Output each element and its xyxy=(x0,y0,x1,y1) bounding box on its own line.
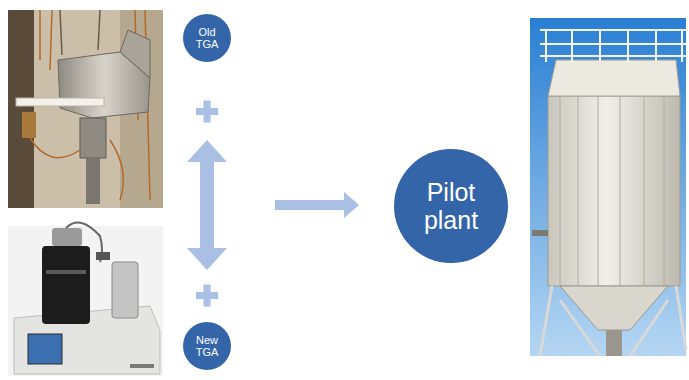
wires xyxy=(60,10,100,55)
node-label: Old TGA xyxy=(193,26,221,51)
reactor-vessel xyxy=(548,96,680,286)
old-tga-photo xyxy=(8,10,163,208)
balance-stem xyxy=(86,158,100,204)
cylinder-ring xyxy=(46,270,86,274)
vessel-top xyxy=(548,60,680,96)
railing xyxy=(540,30,686,62)
touch-screen xyxy=(28,334,62,364)
outlet-pipe xyxy=(606,330,622,356)
photo-ground xyxy=(8,226,163,376)
plus-sign xyxy=(204,101,211,123)
vessel-ribs xyxy=(560,96,664,286)
plus-sign xyxy=(204,285,211,307)
new-tga-photo xyxy=(8,223,163,376)
connector xyxy=(96,252,110,260)
circle-node: Old TGA xyxy=(183,14,231,62)
double-arrow xyxy=(187,140,227,270)
circle-node: Pilot plant xyxy=(394,149,508,263)
photo-ground xyxy=(8,10,163,208)
brand-plate xyxy=(130,364,154,368)
node-label: Pilot plant xyxy=(416,178,486,234)
furnace-lid xyxy=(120,30,150,78)
side-pipe xyxy=(532,230,548,236)
furnace-cap xyxy=(52,228,82,246)
circle-node: New TGA xyxy=(183,322,231,370)
wall-shadow xyxy=(8,10,34,208)
pilot-plant-photo xyxy=(530,18,686,356)
photo-ground xyxy=(530,18,686,356)
balance-tube xyxy=(80,118,106,158)
support-legs xyxy=(540,286,686,356)
wires xyxy=(30,138,123,200)
brass-fitting xyxy=(22,112,36,138)
furnace-cylinder xyxy=(42,246,90,324)
support-bar xyxy=(16,98,104,106)
balance-housing xyxy=(112,262,138,318)
flow-arrow xyxy=(275,192,359,218)
node-label: New TGA xyxy=(193,334,221,359)
